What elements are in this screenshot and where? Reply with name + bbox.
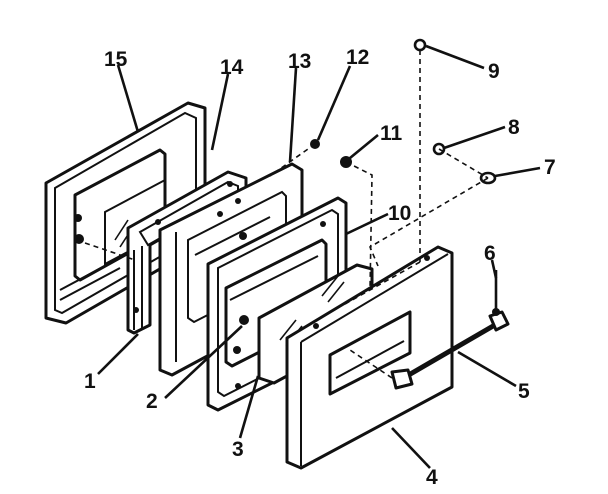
callout-15: 15 xyxy=(104,48,128,71)
part-14-door-frame xyxy=(126,170,248,335)
callout-14: 14 xyxy=(220,56,244,79)
callout-5: 5 xyxy=(518,380,530,403)
callout-8: 8 xyxy=(508,116,520,139)
callout-6: 6 xyxy=(484,242,496,265)
callout-12: 12 xyxy=(346,46,369,69)
part-4-outer-panel xyxy=(285,245,454,470)
callout-9: 9 xyxy=(488,60,500,83)
callout-1: 1 xyxy=(84,370,96,393)
callout-2: 2 xyxy=(146,390,158,413)
part-5-door-handle xyxy=(349,310,510,390)
callout-4: 4 xyxy=(426,466,438,489)
screw-9 xyxy=(413,38,427,52)
callout-3: 3 xyxy=(232,438,244,461)
callout-11: 11 xyxy=(380,122,403,145)
callout-7: 7 xyxy=(544,156,556,179)
leader-lines xyxy=(97,44,541,469)
callout-labels: 15 14 13 12 11 9 8 7 10 6 5 4 3 2 1 xyxy=(84,46,556,489)
callout-13: 13 xyxy=(288,50,311,73)
callout-10: 10 xyxy=(388,202,411,225)
assembly-lines xyxy=(84,50,489,305)
